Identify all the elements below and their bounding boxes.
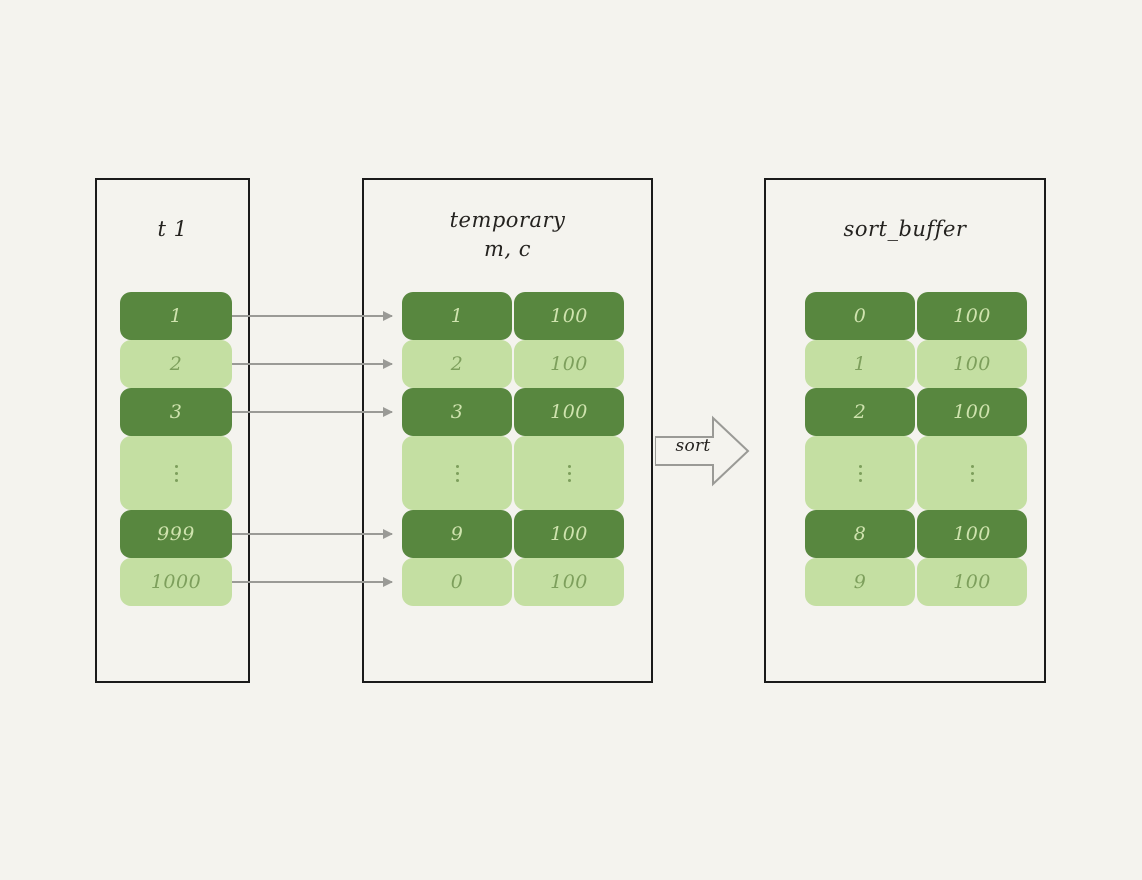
cell-sort_buffer-r0-c0[interactable]: 0 [805,292,915,340]
cell-temporary-r0-c0[interactable]: 1 [402,292,512,340]
cell-t1-r0-c0[interactable]: 1 [120,292,232,340]
cell-t1-r5-c0[interactable]: 1000 [120,558,232,606]
cell-sort_buffer-r1-c1[interactable]: 100 [917,340,1027,388]
cell-t1-r2-c0[interactable]: 3 [120,388,232,436]
cell-temporary-r1-c1[interactable]: 100 [514,340,624,388]
cell-temporary-r5-c1[interactable]: 100 [514,558,624,606]
vertical-ellipsis-icon [858,461,862,486]
connector-arrow [232,411,392,413]
cell-temporary-r4-c1[interactable]: 100 [514,510,624,558]
cell-temporary-r0-c1[interactable]: 100 [514,292,624,340]
cell-sort_buffer-r5-c1[interactable]: 100 [917,558,1027,606]
table-row[interactable]: 2 [120,340,232,388]
block-arrow-right-icon [654,415,750,487]
cell-temporary-r5-c0[interactable]: 0 [402,558,512,606]
connector-arrow [232,581,392,583]
cell-temporary-r3-c0[interactable] [402,436,512,510]
cell-temporary-r4-c0[interactable]: 9 [402,510,512,558]
table-row[interactable]: 3 [120,388,232,436]
cell-sort_buffer-r4-c1[interactable]: 100 [917,510,1027,558]
table-row[interactable]: 999 [120,510,232,558]
panel-sort-buffer-title: sort_buffer [843,217,967,241]
connector-arrow [232,533,392,535]
connector-arrow [232,315,392,317]
vertical-ellipsis-icon [455,461,459,486]
cell-sort_buffer-r3-c0[interactable] [805,436,915,510]
cell-temporary-r1-c0[interactable]: 2 [402,340,512,388]
table-row[interactable] [805,436,1027,510]
table-row[interactable] [120,436,232,510]
table-row[interactable] [402,436,624,510]
cell-temporary-r3-c1[interactable] [514,436,624,510]
connector-arrow [232,363,392,365]
cell-sort_buffer-r1-c0[interactable]: 1 [805,340,915,388]
cell-temporary-r2-c0[interactable]: 3 [402,388,512,436]
sort-block-arrow [654,408,750,494]
cell-sort_buffer-r5-c0[interactable]: 9 [805,558,915,606]
cell-temporary-r2-c1[interactable]: 100 [514,388,624,436]
panel-t1-title: t 1 [157,217,188,241]
vertical-ellipsis-icon [970,461,974,486]
cell-sort_buffer-r3-c1[interactable] [917,436,1027,510]
cell-t1-r3-c0[interactable] [120,436,232,510]
vertical-ellipsis-icon [567,461,571,486]
cell-sort_buffer-r4-c0[interactable]: 8 [805,510,915,558]
panel-temporary-title: temporary m, c [449,208,566,261]
cell-t1-r4-c0[interactable]: 999 [120,510,232,558]
cell-sort_buffer-r2-c0[interactable]: 2 [805,388,915,436]
table-row[interactable]: 1000 [120,558,232,606]
table-row[interactable]: 1 [120,292,232,340]
cell-sort_buffer-r0-c1[interactable]: 100 [917,292,1027,340]
cell-t1-r1-c0[interactable]: 2 [120,340,232,388]
vertical-ellipsis-icon [174,461,178,486]
cell-sort_buffer-r2-c1[interactable]: 100 [917,388,1027,436]
